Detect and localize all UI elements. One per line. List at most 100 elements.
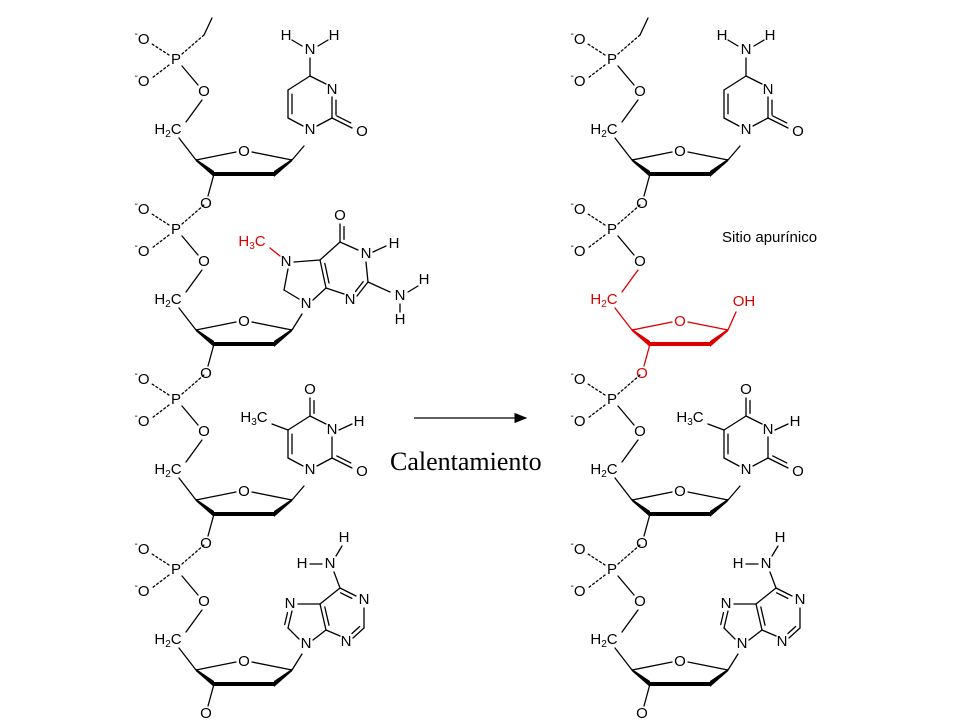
- bold-bond: [196, 328, 214, 347]
- bold-bond: [274, 668, 292, 687]
- bond: [251, 491, 293, 501]
- phosphate-oxygen-label: -O: [134, 369, 149, 388]
- phosphate-oxygen-label: -O: [570, 71, 585, 90]
- bond: [269, 247, 281, 257]
- o3-oxygen-label: O: [636, 365, 648, 382]
- bond: [687, 321, 729, 331]
- phosphate-group: P-O-OO: [134, 199, 209, 270]
- carbonyl-oxygen-label: O: [304, 381, 316, 398]
- bond: [707, 423, 725, 431]
- bond: [745, 75, 763, 85]
- ch2-label: H2C: [590, 121, 617, 140]
- n9-label: N: [301, 635, 312, 652]
- bond: [617, 34, 641, 55]
- bond: [287, 75, 311, 91]
- ch2-label: H2C: [154, 461, 181, 480]
- bond: [767, 117, 789, 129]
- phosphate-group: P-O-OO: [570, 29, 645, 100]
- bond: [283, 268, 289, 291]
- bond: [631, 151, 673, 161]
- bond: [639, 17, 649, 36]
- n3-label: N: [763, 81, 774, 98]
- bond: [775, 587, 793, 597]
- ester-oxygen-label: O: [634, 83, 646, 100]
- bond: [617, 544, 641, 565]
- bond: [614, 307, 633, 331]
- n9-label: N: [737, 635, 748, 652]
- phosphorus-atom: P: [607, 561, 617, 578]
- n7-label: N: [721, 595, 732, 612]
- bond: [617, 374, 641, 395]
- bond: [325, 629, 341, 637]
- bond: [761, 629, 777, 637]
- ch2-label: H2C: [590, 291, 617, 310]
- n3-label: N: [345, 291, 356, 308]
- bond: [643, 513, 651, 537]
- bond: [178, 477, 197, 501]
- bond: [614, 647, 633, 671]
- bond: [587, 43, 606, 56]
- hydrogen-label: H: [765, 27, 776, 44]
- hydrogen-label: H: [389, 235, 400, 252]
- o3-oxygen-label: O: [636, 705, 648, 720]
- phosphorus-atom: P: [607, 51, 617, 68]
- ring-oxygen-label: O: [238, 483, 250, 500]
- bond: [293, 259, 321, 263]
- bond: [309, 75, 327, 85]
- bond: [621, 609, 639, 633]
- bond: [775, 592, 789, 600]
- n3-label: N: [777, 633, 788, 650]
- bond: [720, 611, 725, 626]
- carbonyl-oxygen-label: O: [356, 463, 368, 480]
- bond: [687, 491, 729, 501]
- hydrogen-label: H: [419, 271, 430, 288]
- bond: [181, 65, 199, 86]
- n7-label: N: [281, 253, 292, 270]
- bond: [195, 661, 237, 671]
- bond: [251, 151, 293, 161]
- bond: [643, 173, 651, 197]
- n1-label: N: [361, 245, 372, 262]
- phosphate-oxygen-label: -O: [570, 199, 585, 218]
- bond: [309, 415, 327, 425]
- ester-oxygen-label: O: [634, 423, 646, 440]
- n3-label: N: [327, 81, 338, 98]
- bond: [181, 405, 199, 426]
- bond: [617, 405, 635, 426]
- bond: [587, 574, 606, 589]
- hydroxyl-label: OH: [733, 293, 756, 310]
- bond: [324, 606, 330, 626]
- bond: [687, 151, 729, 161]
- phosphate-oxygen-label: -O: [570, 369, 585, 388]
- hydrogen-label: H: [775, 529, 786, 546]
- bond: [767, 457, 789, 469]
- bond: [617, 65, 635, 86]
- carbonyl-oxygen-label: O: [334, 207, 346, 224]
- bond: [617, 204, 641, 225]
- bond: [753, 39, 765, 47]
- bond: [772, 455, 788, 464]
- bond: [339, 587, 357, 597]
- bond: [367, 281, 391, 293]
- carbonyl-oxygen-label: O: [356, 123, 368, 140]
- n7-label: N: [285, 595, 296, 612]
- bond: [727, 485, 741, 501]
- bond: [339, 592, 353, 600]
- o3-oxygen-label: O: [636, 535, 648, 552]
- ch2-label: H2C: [154, 631, 181, 650]
- bond: [181, 544, 205, 565]
- o3-oxygen-label: O: [200, 195, 212, 212]
- bond: [760, 606, 766, 626]
- bond: [316, 117, 333, 127]
- bond: [587, 383, 606, 396]
- bond: [752, 457, 769, 467]
- phosphate-oxygen-label: -O: [570, 539, 585, 558]
